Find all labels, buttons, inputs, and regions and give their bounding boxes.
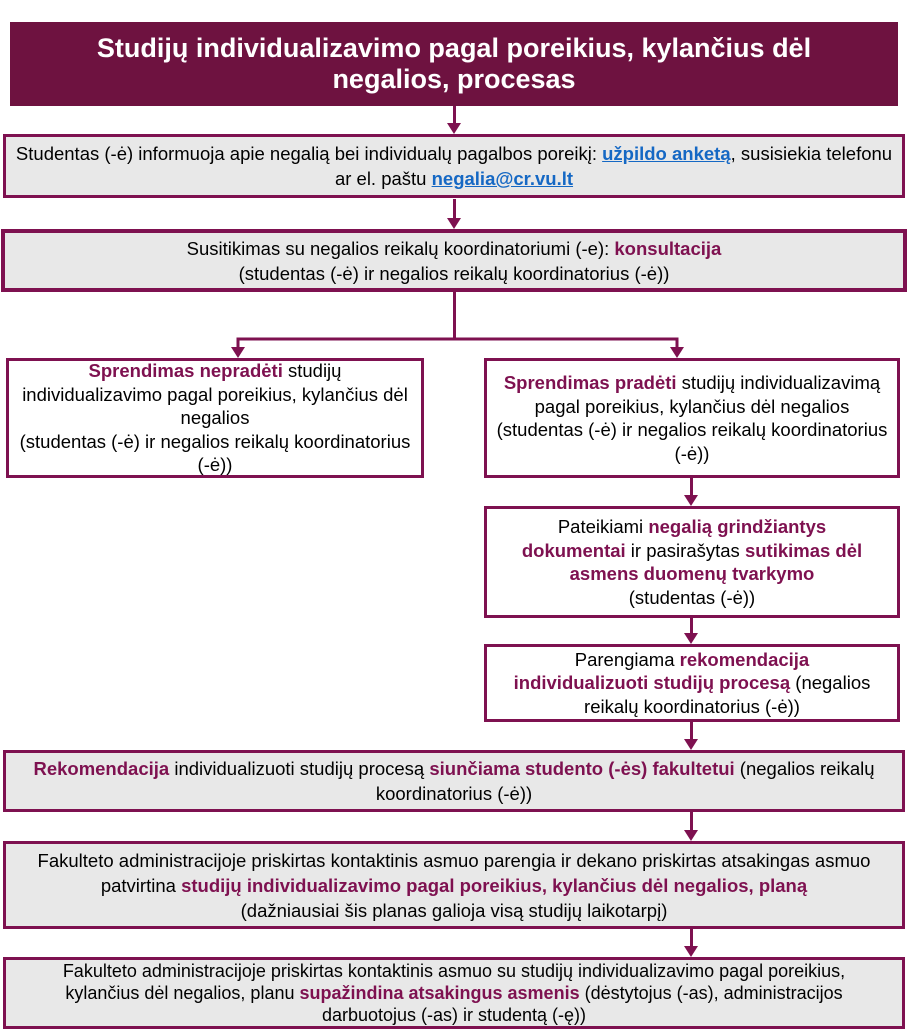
title-bar: Studijų individualizavimo pagal poreikiu…: [10, 22, 898, 106]
arrow-down-icon: [684, 929, 698, 957]
text-segment-accent: negalią grindžiantys dokumentai: [521, 516, 827, 561]
arrow-down-icon: [684, 618, 698, 644]
text-segment-accent: supažindina atsakingus asmenis: [299, 983, 580, 1003]
text-segment: Fakulteto administracijoje priskirtas ko…: [62, 961, 846, 1003]
text-segment-accent: siunčiama studento (-ės) fakultetui: [429, 758, 735, 779]
box-decision-yes-text: Sprendimas pradėti studijų individualiza…: [495, 371, 889, 465]
text-segment: Studentas (-ė) informuoja apie negalią b…: [15, 143, 603, 164]
box-plan-approval: Fakulteto administracijoje priskirtas ko…: [3, 841, 905, 929]
arrow-head: [684, 830, 698, 841]
box-decision-no: Sprendimas nepradėti studijų individuali…: [6, 358, 424, 478]
text-segment: Pateikiami: [557, 516, 649, 537]
box-student-info-text: Studentas (-ė) informuoja apie negalią b…: [14, 141, 894, 191]
arrow-stem: [452, 199, 456, 218]
text-segment: (studentas (-ė) ir negalios reikalų koor…: [496, 419, 888, 464]
text-segment: (dažniausiai šis planas galioja visą stu…: [240, 899, 668, 921]
arrow-down-icon: [447, 106, 461, 134]
page-title: Studijų individualizavimo pagal poreikiu…: [96, 33, 812, 94]
arrow-down-icon: [447, 199, 461, 229]
text-segment: (studentas (-ė) ir negalios reikalų koor…: [238, 262, 670, 284]
text-segment: (studentas (-ė)): [628, 586, 756, 608]
text-segment-accent: Rekomendacija: [33, 758, 170, 779]
box-plan-introduction: Fakulteto administracijoje priskirtas ko…: [3, 957, 905, 1029]
arrow-down-icon: [684, 478, 698, 506]
branch-connector: [231, 292, 684, 358]
box-recommendation-sent: Rekomendacija individualizuoti studijų p…: [3, 750, 905, 812]
arrow-down-icon: [670, 347, 684, 358]
text-segment: (negalios reikalų koordinatorius (-ė)): [584, 672, 871, 717]
arrow-head: [684, 739, 698, 750]
text-segment-accent: Sprendimas pradėti: [503, 372, 677, 393]
arrow-down-icon: [684, 722, 698, 750]
text-segment: , susisiekia telefonu ar el. paštu: [334, 143, 893, 189]
box-plan-introduction-text: Fakulteto administracijoje priskirtas ko…: [26, 960, 882, 1026]
text-segment-accent: studijų individualizavimo pagal poreikiu…: [181, 874, 808, 896]
text-segment: (studentas (-ė) ir negalios reikalų koor…: [19, 430, 411, 476]
arrow-down-icon: [684, 812, 698, 841]
text-segment: studijų individualizavimą pagal poreikiu…: [534, 372, 881, 417]
arrow-stem: [689, 812, 693, 830]
arrow-head: [684, 946, 698, 957]
text-segment: Parengiama: [574, 648, 680, 670]
text-segment: Susitikimas su negalios reikalų koordina…: [186, 237, 615, 259]
arrow-head: [447, 123, 461, 134]
arrow-stem: [689, 722, 693, 739]
box-meeting-text: Susitikimas su negalios reikalų koordina…: [187, 236, 722, 286]
arrow-head: [684, 633, 698, 644]
arrow-stem: [689, 618, 693, 633]
text-segment-accent: rekomendacija: [679, 648, 810, 670]
arrow-down-icon: [231, 347, 245, 358]
arrow-stem: [689, 929, 693, 946]
arrow-head: [447, 218, 461, 229]
box-plan-approval-text: Fakulteto administracijoje priskirtas ko…: [34, 848, 874, 923]
arrow-stem: [452, 106, 456, 123]
text-segment: Fakulteto administracijoje priskirtas ko…: [37, 849, 871, 896]
box-documents: Pateikiami negalią grindžiantys dokument…: [484, 506, 900, 618]
text-segment-accent: konsultacija: [614, 237, 722, 259]
text-segment-accent: sutikimas dėl asmens duomenų tvarkymo: [569, 539, 863, 585]
box-decision-yes: Sprendimas pradėti studijų individualiza…: [484, 358, 900, 478]
arrow-head: [684, 495, 698, 506]
box-decision-no-text: Sprendimas nepradėti studijų individuali…: [17, 359, 413, 477]
arrow-stem: [689, 478, 693, 495]
text-segment-accent: individualizuoti studijų procesą: [513, 672, 791, 694]
text-segment: individualizuoti studijų procesą: [169, 758, 430, 779]
link-uzpildo-anketa[interactable]: užpildo anketą: [602, 143, 731, 164]
box-student-info: Studentas (-ė) informuoja apie negalią b…: [3, 134, 905, 198]
text-segment: ir pasirašytas: [625, 539, 745, 561]
box-documents-text: Pateikiami negalią grindžiantys dokument…: [511, 515, 873, 609]
text-segment: (dėstytojus (-as), administracijos darbu…: [321, 983, 843, 1025]
box-meeting: Susitikimas su negalios reikalų koordina…: [1, 229, 907, 292]
text-segment: studijų individualizavimo pagal poreikiu…: [22, 360, 408, 429]
text-segment: (negalios reikalų koordinatorius (-ė)): [375, 758, 875, 804]
text-segment-accent: Sprendimas nepradėti: [88, 360, 283, 382]
link-negalia-email[interactable]: negalia@cr.vu.lt: [431, 168, 574, 189]
box-recommendation-sent-text: Rekomendacija individualizuoti studijų p…: [14, 756, 894, 806]
